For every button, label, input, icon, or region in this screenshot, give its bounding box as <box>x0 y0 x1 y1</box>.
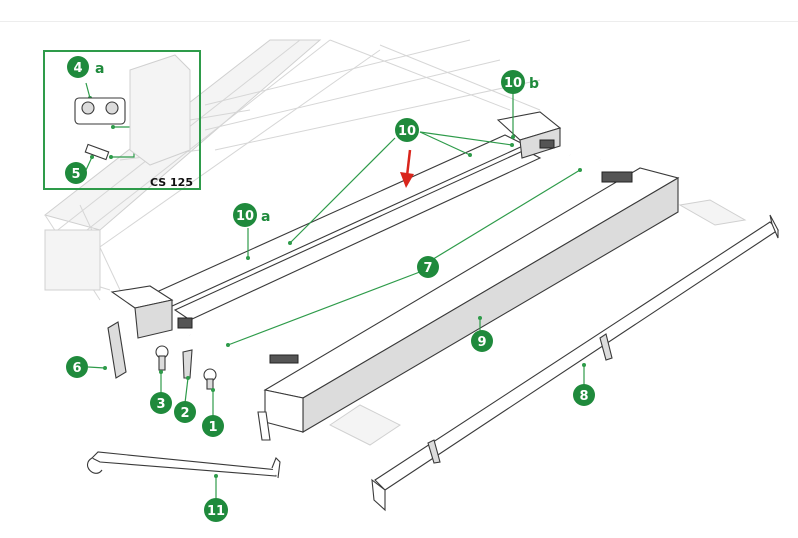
svg-text:2: 2 <box>180 406 189 421</box>
callout-10: 10 <box>395 118 419 142</box>
profile-9 <box>257 167 680 441</box>
callout-10a: 10 a <box>233 203 270 227</box>
rod-7 <box>189 154 601 346</box>
svg-text:1: 1 <box>208 420 217 435</box>
svg-text:8: 8 <box>579 389 588 404</box>
strap-6 <box>107 321 127 379</box>
callout-2: 2 <box>174 401 196 423</box>
fittings-1-3 <box>155 345 217 390</box>
callout-10b: 10 b <box>501 70 539 94</box>
callout-1: 1 <box>202 415 224 437</box>
svg-text:9: 9 <box>477 335 486 350</box>
svg-text:a: a <box>95 61 104 77</box>
svg-text:7: 7 <box>423 261 432 276</box>
callout-11: 11 <box>204 498 228 522</box>
detail-inset-box <box>43 50 201 190</box>
direction-arrow <box>400 149 414 188</box>
svg-text:10: 10 <box>504 76 522 91</box>
svg-text:3: 3 <box>156 397 165 412</box>
leader-lines <box>85 82 585 500</box>
svg-text:10: 10 <box>236 209 254 224</box>
callout-6: 6 <box>66 356 88 378</box>
bar-8 <box>371 214 779 512</box>
svg-text:4: 4 <box>73 61 82 76</box>
ghost-feet <box>329 199 747 446</box>
inset-label: CS 125 <box>150 176 193 189</box>
callout-7: 7 <box>417 256 439 278</box>
svg-text:10: 10 <box>398 124 416 139</box>
svg-text:6: 6 <box>72 361 81 376</box>
svg-text:5: 5 <box>71 167 80 182</box>
svg-text:b: b <box>529 76 539 92</box>
callout-9: 9 <box>471 330 493 352</box>
tool-11 <box>86 451 281 479</box>
top-divider <box>0 21 798 22</box>
callout-5: 5 <box>65 162 87 184</box>
left-bracket <box>110 285 193 339</box>
svg-text:11: 11 <box>207 504 225 519</box>
leader-dots <box>88 96 586 478</box>
callout-3: 3 <box>150 392 172 414</box>
svg-text:a: a <box>261 209 270 225</box>
inset-fittings <box>74 54 191 166</box>
callout-4a: 4 a <box>67 56 104 78</box>
callout-8: 8 <box>573 384 595 406</box>
